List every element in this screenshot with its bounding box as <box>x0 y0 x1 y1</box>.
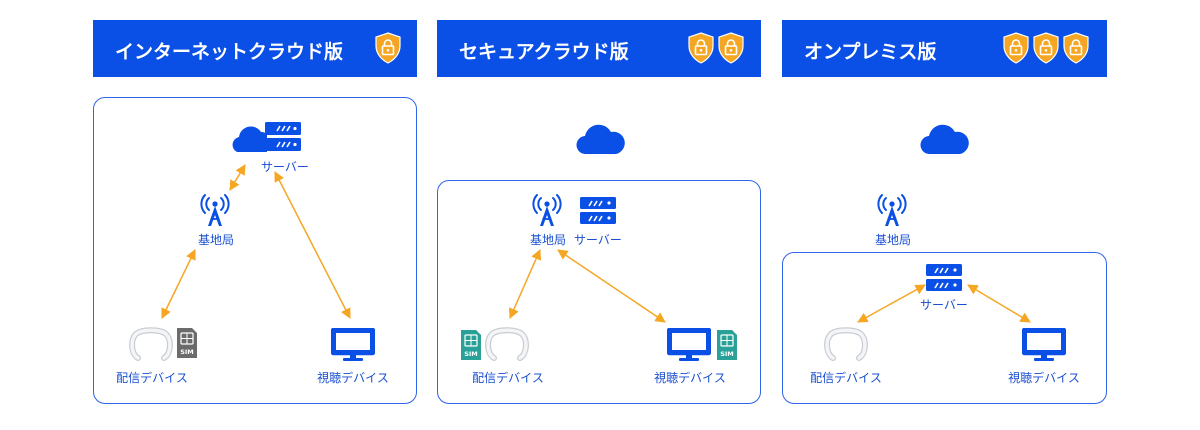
neckband-device-icon <box>484 326 530 366</box>
shield-lock-icon <box>1062 32 1090 69</box>
sim-card-icon: SIM <box>176 327 198 363</box>
security-level <box>687 32 745 69</box>
shield-lock-icon <box>1002 32 1030 69</box>
server-label: サーバー <box>261 160 309 174</box>
cloud-icon <box>920 120 970 160</box>
arrow-base-sender <box>509 249 541 319</box>
server-icon <box>580 196 616 230</box>
shield-lock-icon <box>687 32 715 69</box>
antenna-tower-icon <box>530 193 564 231</box>
plan-title: インターネットクラウド版 <box>115 41 344 63</box>
arrow-base-viewer <box>557 249 666 323</box>
arrow-server-viewer <box>967 284 1031 323</box>
cloud-icon <box>576 120 626 160</box>
arrow-server-sender <box>857 284 926 323</box>
sim-card-icon: SIM <box>716 329 738 365</box>
banner-secure-cloud: セキュアクラウド版 <box>437 20 761 77</box>
sender-device-label: 配信デバイス <box>810 371 882 385</box>
server-label: サーバー <box>574 233 622 247</box>
plan-title: オンプレミス版 <box>804 41 937 63</box>
cloud-server-icon <box>229 118 305 162</box>
shield-lock-icon <box>717 32 745 69</box>
monitor-icon <box>330 327 376 366</box>
security-level <box>374 32 402 69</box>
neckband-device-icon <box>128 326 174 366</box>
svg-text:SIM: SIM <box>720 350 734 358</box>
base-station-label: 基地局 <box>529 233 567 247</box>
banner-internet-cloud: インターネットクラウド版 <box>93 20 417 77</box>
svg-text:SIM: SIM <box>180 348 194 356</box>
shield-lock-icon <box>1032 32 1060 69</box>
sim-card-icon: SIM <box>460 329 482 365</box>
monitor-icon <box>1021 327 1067 366</box>
arrow-server-viewer <box>274 171 351 319</box>
server-label: サーバー <box>920 298 968 312</box>
neckband-device-icon <box>823 326 869 366</box>
viewer-device-label: 視聴デバイス <box>654 371 726 385</box>
viewer-device-label: 視聴デバイス <box>1008 371 1080 385</box>
shield-lock-icon <box>374 32 402 69</box>
plan-title: セキュアクラウド版 <box>459 41 629 63</box>
security-level <box>1002 32 1090 69</box>
antenna-tower-icon <box>198 193 232 231</box>
base-station-label: 基地局 <box>874 233 912 247</box>
sender-device-label: 配信デバイス <box>472 371 544 385</box>
base-station-label: 基地局 <box>197 233 235 247</box>
monitor-icon <box>666 327 712 366</box>
sender-device-label: 配信デバイス <box>116 371 188 385</box>
server-icon <box>926 263 962 297</box>
arrow-base-server <box>229 164 246 191</box>
svg-text:SIM: SIM <box>464 350 478 358</box>
arrow-base-sender <box>161 249 196 319</box>
banner-on-premise: オンプレミス版 <box>782 20 1107 77</box>
viewer-device-label: 視聴デバイス <box>317 371 389 385</box>
antenna-tower-icon <box>875 193 909 231</box>
